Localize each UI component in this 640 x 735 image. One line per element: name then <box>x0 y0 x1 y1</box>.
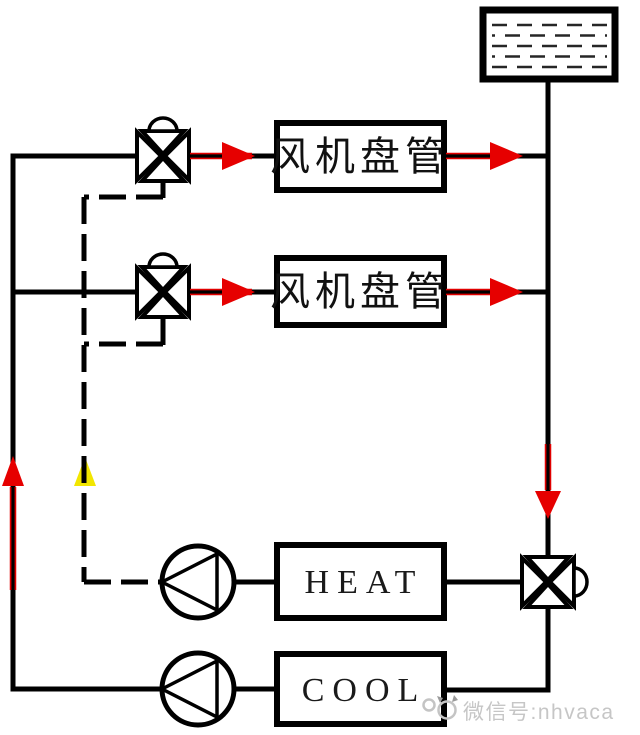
watermark-cat-ear-icon <box>437 696 443 703</box>
heat-label: HEAT <box>305 564 424 601</box>
watermark-cat-icon <box>437 700 457 720</box>
expansion-water-tank-icon <box>479 6 619 83</box>
flow-arrow-return-down <box>535 491 561 519</box>
fan-coil-2-label: 风机盘管 <box>270 269 450 314</box>
valve3-actuator <box>572 566 589 598</box>
three-way-valve-bottom-icon <box>520 553 589 611</box>
watermark-label: 微信号:nhvaca <box>463 701 615 724</box>
three-way-valve-row2-icon <box>135 252 191 321</box>
heat-source-unit: HEAT <box>274 542 447 621</box>
valve2-right-port <box>162 263 191 321</box>
valve3-bottom-port <box>522 581 574 609</box>
valve-to-cool-box-pipe <box>444 605 551 693</box>
cool-label: COOL <box>302 672 427 709</box>
control-signal-lines <box>81 194 163 585</box>
valve1-bottom-port <box>137 155 189 183</box>
flow-highlight-lines <box>9 152 552 590</box>
valve3-left-port <box>520 553 549 611</box>
fan-coil-2-box <box>274 255 447 328</box>
fan-coil-unit-1: 风机盘管 <box>270 120 450 193</box>
flow-arrow-row2-left <box>222 278 255 306</box>
watermark-cat-ear-icon <box>452 695 458 702</box>
supply-left-loop-pipe <box>10 153 166 692</box>
flow-arrow-supply-up <box>2 456 24 486</box>
valve1-right-port <box>162 127 191 185</box>
flow-arrow-row1-right <box>490 142 523 170</box>
cool-circulation-pump-icon <box>158 650 237 728</box>
flow-arrows <box>2 142 561 519</box>
cool-source-unit: COOL <box>274 651 447 727</box>
valve2-left-port <box>135 263 164 321</box>
cool-pump-impeller <box>158 658 219 720</box>
valve1-actuator <box>147 116 179 133</box>
valve2-bottom-port <box>137 291 189 319</box>
flow-arrow-row2-right <box>490 278 523 306</box>
valve3-top-port <box>522 555 574 583</box>
watermark: 微信号:nhvaca <box>422 695 615 724</box>
watermark-paw-icon <box>422 698 436 712</box>
cool-box <box>274 651 447 727</box>
heat-circulation-pump-icon <box>158 543 237 621</box>
flow-arrow-row1-left <box>222 142 255 170</box>
fan-coil-1-label: 风机盘管 <box>270 134 450 179</box>
tank-body <box>479 6 619 83</box>
valve2-actuator <box>147 252 179 269</box>
valve1-left-port <box>135 127 164 185</box>
fan-coil-1-box <box>274 120 447 193</box>
heat-box <box>274 542 447 621</box>
three-way-valve-row1-icon <box>135 116 191 185</box>
fan-coil-unit-2: 风机盘管 <box>270 255 450 328</box>
heat-pump-impeller <box>158 551 219 613</box>
